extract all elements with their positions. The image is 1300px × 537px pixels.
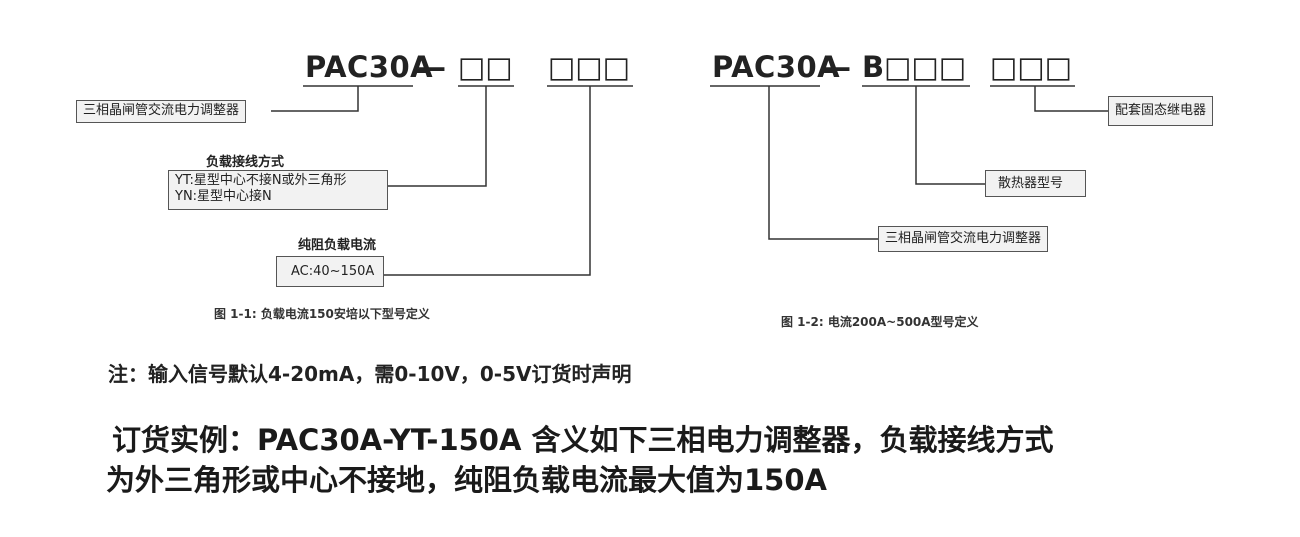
- fig2-connector-heatsink: [915, 86, 985, 185]
- fig1-caption: 图 1-1: 负载电流150安培以下型号定义: [214, 307, 430, 321]
- input-signal-note: 注：输入信号默认4-20mA，需0-10V，0-5V订货时声明: [108, 362, 632, 386]
- fig1-model-group2: □□□: [548, 50, 631, 84]
- fig1-model-prefix: PAC30A: [305, 50, 434, 84]
- fig1-box-wiring: YT:星型中心不接N或外三角形 YN:星型中心接N: [168, 170, 388, 210]
- fig1-box-type: 三相晶闸管交流电力调整器: [76, 100, 247, 123]
- order-example-line1: 订货实例：PAC30A-YT-150A 含义如下三相电力调整器，负载接线方式: [112, 423, 1054, 457]
- fig1-connector-wiring: [388, 86, 487, 187]
- fig1-model-group1: □□: [458, 50, 513, 84]
- fig2-connector-relay: [1034, 86, 1108, 112]
- fig2-model-group1: B□□□: [862, 50, 967, 84]
- fig1-box-current: AC:40~150A: [276, 256, 384, 287]
- fig2-connector-type: [768, 86, 878, 240]
- fig2-caption: 图 1-2: 电流200A~500A型号定义: [781, 315, 979, 329]
- fig1-model-dash: —: [417, 50, 447, 84]
- fig1-current-label: 纯阻负载电流: [298, 238, 377, 253]
- fig1-connector-type: [271, 86, 359, 112]
- order-example-line2: 为外三角形或中心不接地，纯阻负载电流最大值为150A: [106, 463, 827, 497]
- fig2-box-heatsink: 散热器型号: [985, 170, 1086, 197]
- fig2-box-type: 三相晶闸管交流电力调整器: [878, 226, 1049, 252]
- fig1-wiring-line1: YT:星型中心不接N或外三角形: [175, 173, 347, 188]
- fig2-model-prefix: PAC30A: [712, 50, 841, 84]
- fig1-wiring-line2: YN:星型中心接N: [175, 189, 272, 204]
- fig1-connector-current: [384, 86, 591, 276]
- order-example: 订货实例：PAC30A-YT-150A 含义如下三相电力调整器，负载接线方式 为…: [106, 420, 1054, 500]
- fig2-box-relay: 配套固态继电器: [1108, 96, 1214, 126]
- fig2-model-dash: —: [822, 50, 852, 84]
- fig1-wiring-label: 负载接线方式: [206, 155, 285, 170]
- fig2-model-group2: □□□: [990, 50, 1073, 84]
